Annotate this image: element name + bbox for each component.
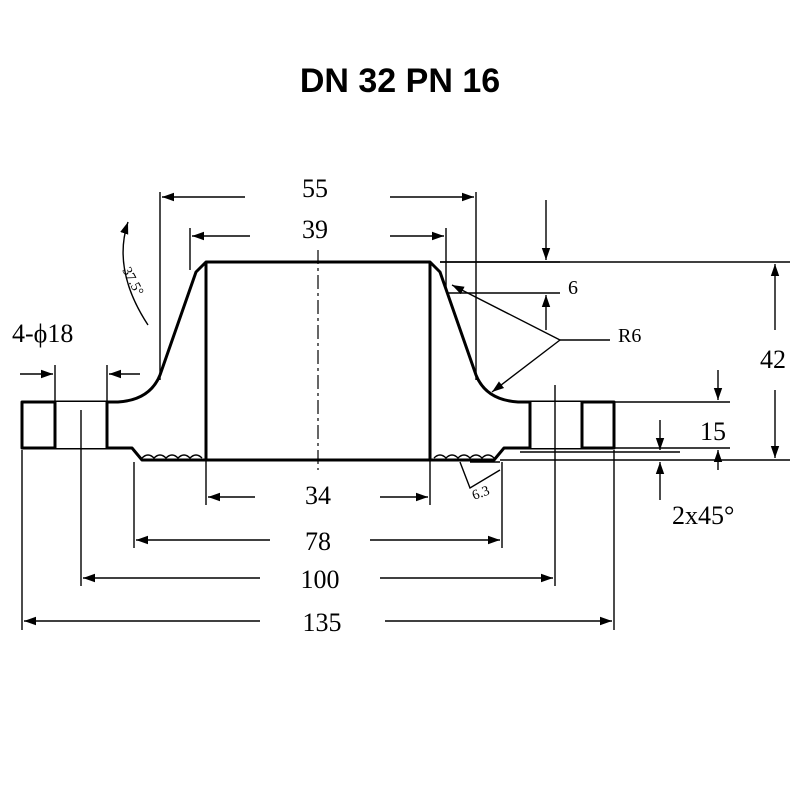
dimension-55: 55 bbox=[159, 174, 477, 380]
dim-label-angle: 37.5° bbox=[118, 265, 145, 299]
dimension-chamfer: 2x45° bbox=[520, 420, 734, 530]
angle-annotation: 37.5° bbox=[118, 221, 149, 326]
bolt-hole-right bbox=[530, 402, 582, 448]
bolt-hole-callout: 4-ϕ18 bbox=[12, 319, 140, 402]
flange-section-left bbox=[20, 260, 208, 462]
dim-label-55: 55 bbox=[302, 174, 328, 203]
dimension-6: 6 bbox=[440, 200, 578, 330]
drawing-title: DN 32 PN 16 bbox=[299, 62, 501, 100]
dimension-15: 15 bbox=[590, 370, 730, 470]
dimension-100: 100 bbox=[80, 385, 556, 594]
dim-label-135: 135 bbox=[303, 608, 342, 637]
dimension-39: 39 bbox=[189, 215, 447, 290]
dim-label-bolts: 4-ϕ18 bbox=[12, 319, 73, 348]
raised-face-texture-left bbox=[141, 454, 203, 459]
dimension-42: 42 bbox=[440, 261, 790, 461]
dim-label-roughness: 6.3 bbox=[470, 484, 492, 504]
dimension-135: 135 bbox=[21, 450, 615, 637]
dim-label-15: 15 bbox=[700, 417, 726, 446]
dim-label-6: 6 bbox=[568, 277, 578, 299]
dim-label-100: 100 bbox=[301, 565, 340, 594]
dim-label-r6: R6 bbox=[618, 325, 641, 347]
dim-label-78: 78 bbox=[305, 527, 331, 556]
raised-face-texture-right bbox=[433, 454, 495, 459]
dimension-78: 78 bbox=[133, 462, 503, 556]
dimension-34: 34 bbox=[205, 460, 431, 510]
dim-label-chamfer: 2x45° bbox=[672, 501, 734, 530]
flange-section-right bbox=[428, 260, 616, 462]
radius-r6-leader: R6 bbox=[451, 284, 641, 393]
surface-roughness: 6.3 bbox=[459, 461, 501, 504]
dim-label-42: 42 bbox=[760, 345, 786, 374]
dim-label-34: 34 bbox=[305, 481, 331, 510]
dim-label-39: 39 bbox=[302, 215, 328, 244]
